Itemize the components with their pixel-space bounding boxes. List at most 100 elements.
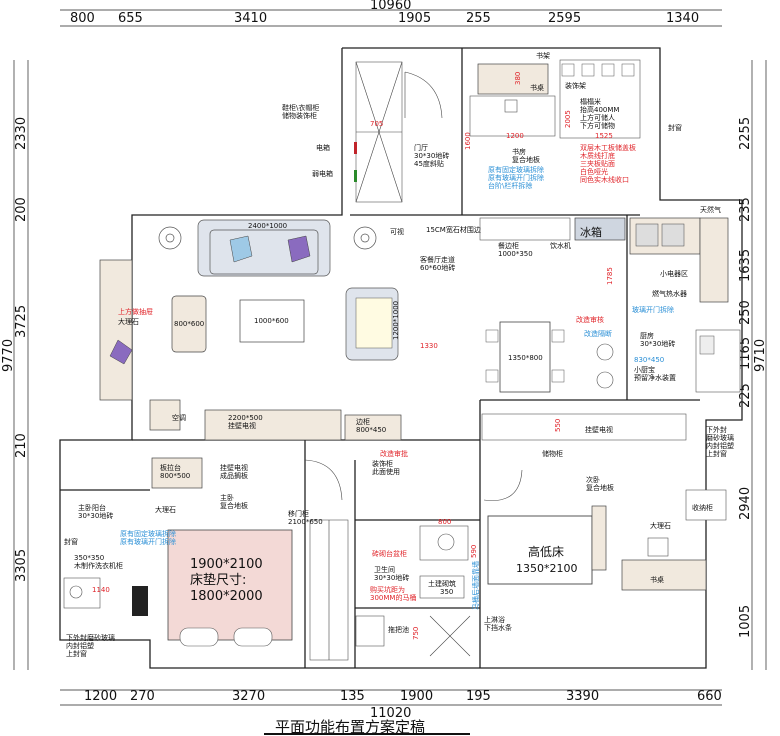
dim-right-7: 1005 (738, 605, 753, 638)
dim-top-total: 10960 (370, 0, 411, 13)
dim-800: 800 (438, 518, 451, 526)
label-second: 次卧复合地板 (586, 475, 614, 492)
label-fridge: 冰箱 (580, 225, 602, 239)
dim-1525: 1525 (595, 132, 613, 140)
dim-left-3: 210 (14, 433, 29, 458)
label-bookshelf: 书架 (536, 51, 550, 60)
dim-bottom-3: 135 (340, 689, 365, 704)
label-change-approve: 改造审批 (380, 449, 408, 458)
label-study-blue: 原有固定玻璃拆除原有玻璃开门拆除台阶\栏杆拆除 (488, 165, 544, 190)
dim-top-3: 1905 (398, 11, 431, 26)
storage-cabinet (481, 413, 687, 441)
study-furniture (469, 59, 641, 139)
dim-590: 590 (470, 545, 478, 558)
dim-left: 9770 2330 200 3725 210 3305 (1, 117, 29, 582)
label-mop: 拖把池 (388, 625, 409, 634)
dim-top-2: 3410 (234, 11, 267, 26)
dim-bottom-2: 3270 (232, 689, 265, 704)
dim-1330: 1330 (420, 342, 438, 350)
dim-right-total: 9710 (753, 339, 768, 372)
label-bottom-note: 下外封磨砂玻璃内封铝塑上封窗 (66, 633, 115, 658)
dim-left-2: 3725 (14, 305, 29, 338)
dim-bottom-4: 1900 (400, 689, 433, 704)
label-bed: 1900*2100 (190, 557, 263, 572)
label-change-review: 改造审核 (576, 315, 604, 324)
master-balcony (63, 577, 148, 616)
label-storage-cab: 收纳柜 (692, 503, 713, 512)
dim-bottom-total: 11020 (370, 706, 411, 721)
label-second-desk: 书桌 (650, 575, 664, 584)
label-stool: 800*600 (174, 320, 204, 328)
label-window-study: 封窗 (668, 123, 682, 132)
dim-left-1: 200 (14, 197, 29, 222)
label-deco: 装饰柜此面使用 (372, 459, 400, 476)
label-weak-box: 弱电箱 (312, 169, 333, 178)
dim-bottom-7: 660 (697, 689, 722, 704)
label-heater: 燃气热水器 (652, 289, 687, 298)
dim-bottom-6: 3390 (566, 689, 599, 704)
dimension-lines (13, 9, 767, 706)
label-bed-size2: 1800*2000 (190, 589, 263, 604)
label-tv-second: 挂壁电视 (585, 425, 613, 434)
dim-top-1: 655 (118, 11, 143, 26)
dim-top-4: 255 (466, 11, 491, 26)
label-master-balcony-blue: 原有固定玻璃拆除原有玻璃开门拆除 (120, 529, 176, 546)
label-electric-box: 电箱 (316, 143, 330, 152)
label-ac: 空调 (172, 413, 186, 422)
dim-right-6: 2940 (738, 487, 753, 520)
label-shoe-cabinet: 鞋柜\衣帽柜储物装饰柜 (282, 103, 319, 120)
label-wall-lay: 土建砌筑 (428, 579, 456, 588)
dim-left-total: 9770 (1, 339, 16, 372)
dim-bottom-1: 270 (130, 689, 155, 704)
label-shower: 上淋浴下挡水条 (484, 615, 512, 632)
label-master-tv: 挂壁电视成品搁板 (220, 463, 248, 480)
second-bedroom (483, 469, 727, 591)
dim-1200: 1200 (506, 132, 524, 140)
label-balcony-red: 上方做抽屉 (118, 307, 153, 316)
label-gas: 天然气 (700, 205, 721, 214)
label-armchair: 1200*1000 (392, 301, 400, 340)
label-kitchen-dim: 830*450 (634, 356, 664, 364)
label-high-bed-dim: 1350*2100 (516, 562, 578, 575)
dim-top-0: 800 (70, 11, 95, 26)
label-glass-door: 玻璃开门拆除 (632, 305, 674, 314)
dim-top-6: 1340 (666, 11, 699, 26)
label-window-master: 封窗 (64, 537, 78, 546)
label-master-marble: 大理石 (155, 505, 176, 514)
dim-350: 350 (440, 588, 453, 596)
dim-right-2: 1635 (738, 249, 753, 282)
label-sofa: 2400*1000 (248, 222, 287, 230)
dining-kitchen (479, 217, 741, 393)
dim-left-4: 3305 (14, 549, 29, 582)
page-title: 平面功能布置方案定稿 (275, 718, 425, 736)
dim-right-1: 235 (738, 197, 753, 222)
foyer-door (404, 71, 443, 119)
label-water-dispenser: 饮水机 (550, 241, 571, 250)
dim-2005: 2005 (564, 110, 572, 128)
master-bedroom (151, 457, 349, 661)
label-can-see: 可视 (390, 227, 404, 236)
living-furniture (99, 219, 402, 441)
label-storage: 储物柜 (542, 449, 563, 458)
dim-550: 550 (554, 419, 562, 432)
label-study: 书房复合地板 (512, 147, 540, 164)
dim-top-5: 2595 (548, 11, 581, 26)
dim-705: 705 (370, 120, 383, 128)
label-bed-size: 床垫尺寸: (190, 572, 246, 588)
label-shower-blue: 马桶后墙面靠墙 (471, 561, 480, 610)
label-coffee-table: 1000*600 (254, 317, 289, 325)
dim-bottom-5: 195 (466, 689, 491, 704)
